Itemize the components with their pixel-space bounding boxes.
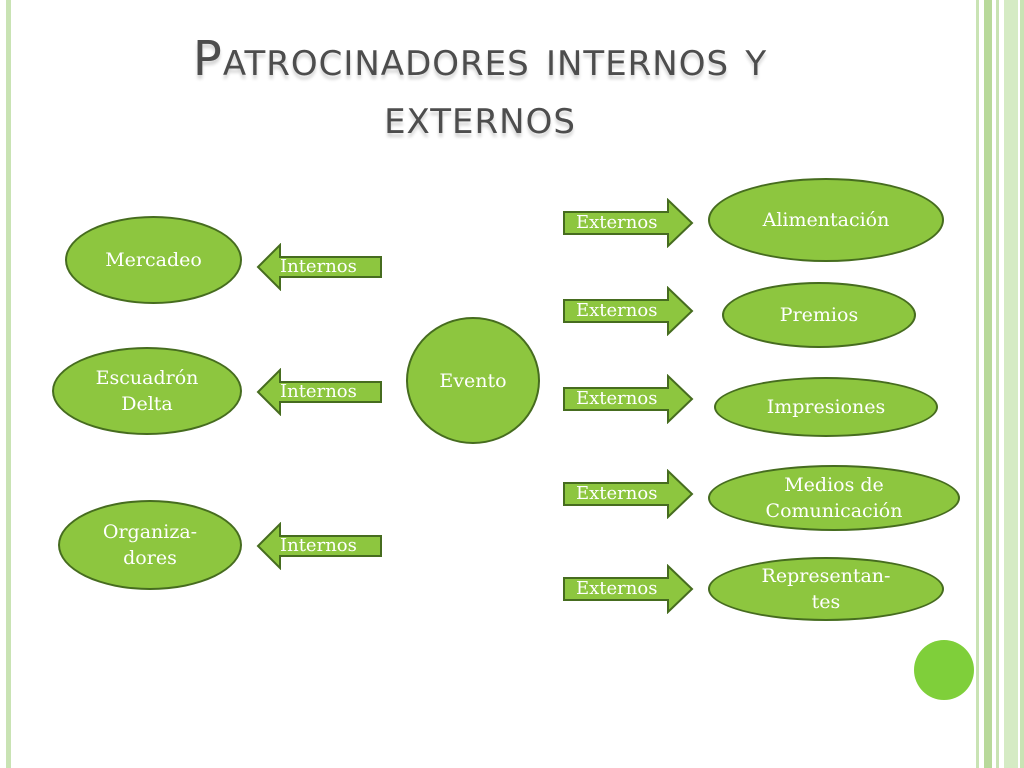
right-border-stripe <box>1004 0 1018 768</box>
arrow-label-externos: Externos <box>576 578 658 599</box>
external-arrow: Externos <box>562 564 694 614</box>
node-impresiones: Impresiones <box>714 377 938 437</box>
arrow-label-externos: Externos <box>576 388 658 409</box>
external-arrow: Externos <box>562 469 694 519</box>
external-arrow: Externos <box>562 286 694 336</box>
right-border-stripe <box>976 0 979 768</box>
left-border-stripe <box>6 0 11 768</box>
left-arrow-icon <box>256 368 382 416</box>
node-representantes: Representan- tes <box>708 557 944 621</box>
right-border-stripe <box>1020 0 1024 768</box>
node-evento: Evento <box>406 317 540 444</box>
right-arrow-icon <box>563 469 694 519</box>
arrow-label-internos: Internos <box>280 535 357 556</box>
node-premios: Premios <box>722 282 916 348</box>
node-organizadores: Organiza- dores <box>58 500 242 590</box>
node-alimentacion: Alimentación <box>708 178 944 262</box>
external-arrow: Externos <box>562 198 694 248</box>
right-arrow-icon <box>563 286 694 336</box>
external-arrow: Externos <box>562 374 694 424</box>
left-arrow-icon <box>256 243 382 291</box>
decorative-circle <box>914 640 974 700</box>
node-escuadron-delta: Escuadrón Delta <box>52 347 242 435</box>
right-arrow-icon <box>563 198 694 248</box>
right-border-stripe <box>996 0 999 768</box>
internal-arrow: Internos <box>256 368 386 416</box>
arrow-label-internos: Internos <box>280 256 357 277</box>
left-arrow-icon <box>256 522 382 570</box>
arrow-label-externos: Externos <box>576 483 658 504</box>
right-arrow-icon <box>563 564 694 614</box>
arrow-label-externos: Externos <box>576 300 658 321</box>
node-mercadeo: Mercadeo <box>65 216 242 304</box>
internal-arrow: Internos <box>256 243 386 291</box>
internal-arrow: Internos <box>256 522 386 570</box>
right-border-stripe <box>984 0 992 768</box>
right-arrow-icon <box>563 374 694 424</box>
node-medios-de-comunicacion: Medios de Comunicación <box>708 465 960 531</box>
arrow-label-externos: Externos <box>576 212 658 233</box>
slide-title: Patrocinadores internos y externos <box>192 31 768 145</box>
arrow-label-internos: Internos <box>280 381 357 402</box>
